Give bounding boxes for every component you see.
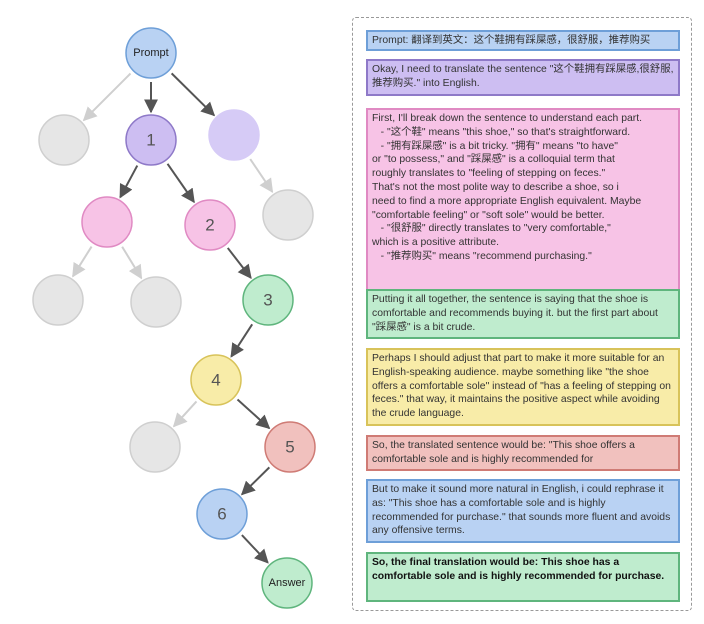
node-label: 2 xyxy=(205,216,214,235)
step-1: Okay, I need to translate the sentence "… xyxy=(366,59,680,96)
tree-node-prompt: Prompt xyxy=(125,27,177,79)
node-circle xyxy=(38,114,90,166)
tree-node-g3 xyxy=(32,274,84,326)
step-5: So, the translated sentence would be: "T… xyxy=(366,435,680,471)
node-circle xyxy=(32,274,84,326)
step-prompt: Prompt: 翻译到英文：这个鞋拥有踩屎感，很舒服，推荐购买 xyxy=(366,30,680,51)
node-circle xyxy=(130,276,182,328)
edge-n4-to-n5 xyxy=(236,398,271,430)
tree-node-g2 xyxy=(262,189,314,241)
node-circle xyxy=(262,189,314,241)
node-label: Prompt xyxy=(133,47,168,59)
node-circle xyxy=(196,488,248,540)
edge-n1-to-n2 xyxy=(166,163,195,204)
node-circle xyxy=(129,421,181,473)
node-circle xyxy=(125,114,177,166)
edge-pk-to-g3 xyxy=(72,246,93,278)
tree-node-ans: Answer xyxy=(261,557,313,609)
tree-node-n2: 2 xyxy=(184,199,236,251)
node-circle xyxy=(242,274,294,326)
reasoning-steps-panel: Prompt: 翻译到英文：这个鞋拥有踩屎感，很舒服，推荐购买 Okay, I … xyxy=(352,17,692,611)
edge-n6-to-ans xyxy=(241,534,269,564)
step-6: But to make it sound more natural in Eng… xyxy=(366,479,680,543)
node-circle xyxy=(264,421,316,473)
step-answer: So, the final translation would be: This… xyxy=(366,552,680,602)
edge-n3-to-n4 xyxy=(230,323,254,358)
edge-n4-to-g5 xyxy=(172,400,198,428)
tree-node-g1 xyxy=(38,114,90,166)
tree-node-n4: 4 xyxy=(190,354,242,406)
node-label: 3 xyxy=(263,291,272,310)
edge-prompt-to-p1 xyxy=(170,72,216,117)
step-4: Perhaps I should adjust that part to mak… xyxy=(366,348,680,426)
tree-node-g5 xyxy=(129,421,181,473)
tree-node-n5: 5 xyxy=(264,421,316,473)
node-circle xyxy=(261,557,313,609)
node-circle xyxy=(190,354,242,406)
tree-node-pk xyxy=(81,196,133,248)
edge-pk-to-g4 xyxy=(121,246,143,280)
tree-node-p1 xyxy=(208,109,260,161)
node-circle xyxy=(184,199,236,251)
edge-n5-to-n6 xyxy=(240,466,271,496)
edge-n1-to-pk xyxy=(119,165,139,199)
step-2: First, I'll break down the sentence to u… xyxy=(366,108,680,296)
tree-node-g4 xyxy=(130,276,182,328)
tree-node-n3: 3 xyxy=(242,274,294,326)
edge-prompt-to-g1 xyxy=(82,72,132,122)
edge-n2-to-n3 xyxy=(226,247,252,279)
node-label: 1 xyxy=(146,131,155,150)
tree-node-n1: 1 xyxy=(125,114,177,166)
node-label: 6 xyxy=(217,505,226,524)
node-circle xyxy=(208,109,260,161)
node-circle xyxy=(81,196,133,248)
node-label: Answer xyxy=(269,577,306,589)
edge-p1-to-g2 xyxy=(249,158,274,193)
node-circle xyxy=(125,27,177,79)
node-label: 5 xyxy=(285,438,294,457)
tree-node-n6: 6 xyxy=(196,488,248,540)
step-3: Putting it all together, the sentence is… xyxy=(366,289,680,339)
node-label: 4 xyxy=(211,371,220,390)
